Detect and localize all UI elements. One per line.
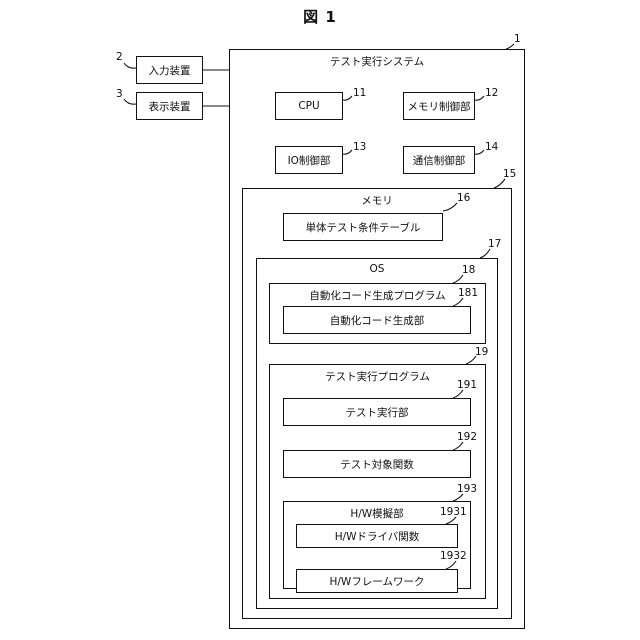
hw-driver-function-box: H/Wドライバ関数 bbox=[296, 524, 458, 548]
os-label: OS bbox=[257, 263, 497, 275]
ref-191: 191 bbox=[457, 379, 477, 391]
ref-18: 18 bbox=[462, 264, 475, 276]
input-device-box: 入力装置 bbox=[136, 56, 203, 84]
ref-17: 17 bbox=[488, 238, 501, 250]
leader-3 bbox=[124, 99, 136, 104]
ref-14: 14 bbox=[485, 141, 498, 153]
comm-controller-box: 通信制御部 bbox=[403, 146, 475, 174]
memory-label: メモリ bbox=[243, 193, 511, 208]
ref-11: 11 bbox=[353, 87, 366, 99]
ref-1: 1 bbox=[514, 33, 521, 45]
ref-13: 13 bbox=[353, 141, 366, 153]
autogen-program-label: 自動化コード生成プログラム bbox=[270, 288, 485, 303]
leader-2 bbox=[124, 63, 136, 68]
ref-1932: 1932 bbox=[440, 550, 467, 562]
ref-12: 12 bbox=[485, 87, 498, 99]
ref-16: 16 bbox=[457, 192, 470, 204]
ref-2: 2 bbox=[116, 51, 123, 63]
memory-controller-box: メモリ制御部 bbox=[403, 92, 475, 120]
figure-title: 図 1 bbox=[0, 6, 640, 27]
io-controller-box: IO制御部 bbox=[275, 146, 343, 174]
display-device-box: 表示装置 bbox=[136, 92, 203, 120]
test-exec-program-label: テスト実行プログラム bbox=[270, 369, 485, 384]
ref-19: 19 bbox=[475, 346, 488, 358]
hw-framework-box: H/Wフレームワーク bbox=[296, 569, 458, 593]
cpu-box: CPU bbox=[275, 92, 343, 120]
ref-3: 3 bbox=[116, 88, 123, 100]
ref-192: 192 bbox=[457, 431, 477, 443]
test-exec-unit-box: テスト実行部 bbox=[283, 398, 471, 426]
autogen-unit-box: 自動化コード生成部 bbox=[283, 306, 471, 334]
test-execution-system-label: テスト実行システム bbox=[230, 54, 524, 69]
ref-1931: 1931 bbox=[440, 506, 467, 518]
ref-181: 181 bbox=[458, 287, 478, 299]
ref-15: 15 bbox=[503, 168, 516, 180]
target-function-box: テスト対象関数 bbox=[283, 450, 471, 478]
unit-test-condition-table-box: 単体テスト条件テーブル bbox=[283, 213, 443, 241]
ref-193: 193 bbox=[457, 483, 477, 495]
